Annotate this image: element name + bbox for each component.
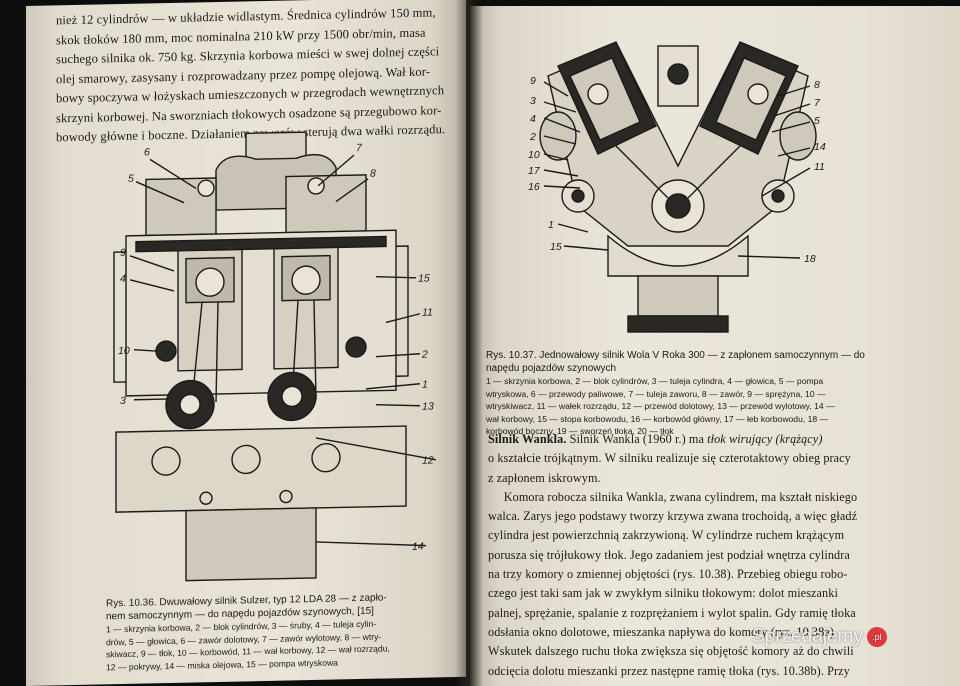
callout-label: 7 xyxy=(814,97,821,109)
callout-label: 5 xyxy=(128,173,134,185)
left-page: nież 12 cylindrów — w układzie widlastym… xyxy=(26,0,466,686)
callout-label: 11 xyxy=(422,306,433,318)
callout-label: 14 xyxy=(814,141,826,153)
callout-label: 1 xyxy=(422,379,428,391)
callout-label: 3 xyxy=(120,395,126,407)
text-line: odsłania okno dolotowe, mieszanka napływ… xyxy=(488,624,838,639)
legend-line: korbowód boczny, 19 — sworzeń tłoka, 20 … xyxy=(486,426,674,436)
callout-label: 14 xyxy=(412,541,424,553)
callout-label: 2 xyxy=(421,349,428,361)
wankel-section: Silnik Wankla. Silnik Wankla (1960 r.) m… xyxy=(488,430,946,681)
text-line: odcięcia dolotu mieszanki przez następne… xyxy=(488,663,850,678)
figure-caption-10-36: Rys. 10.36. Dwuwałowy silnik Sulzer, typ… xyxy=(106,591,446,673)
italic-term: tłok wirujący (krążący) xyxy=(707,432,823,446)
watermark-text: Sprzedajemy xyxy=(752,626,863,647)
wola-v-engine-drawing: 9 3 4 2 10 17 16 8 7 5 14 11 1 15 18 xyxy=(528,41,826,333)
callout-label: 10 xyxy=(118,345,130,357)
text-line: Wskutek dalszego ruchu tłoka zwiększa si… xyxy=(488,644,854,659)
callout-label: 4 xyxy=(530,113,536,125)
book-gutter xyxy=(455,0,483,686)
callout-label: 18 xyxy=(804,253,816,265)
callout-label: 15 xyxy=(418,273,430,285)
callout-label: 2 xyxy=(529,131,536,143)
callout-label: 5 xyxy=(814,115,820,127)
legend-line: wtryskowa, 6 — przewody paliwowe, 7 — tu… xyxy=(486,388,826,399)
caption-title-line: napędu pojazdów szynowych xyxy=(486,362,617,374)
legend-line: 1 — skrzynia korbowa, 2 — blok cylindrów… xyxy=(486,376,824,386)
text-line: czego jest taki sam jak w zwykłym silnik… xyxy=(488,586,838,601)
callout-label: 17 xyxy=(528,165,541,177)
section-heading: Silnik Wankla. xyxy=(488,432,567,446)
legend-line: wał korbowy, 15 — stopa korbowodu, 16 — … xyxy=(486,413,829,424)
callout-label: 6 xyxy=(144,146,150,158)
callout-label: 11 xyxy=(814,161,825,173)
callout-label: 10 xyxy=(528,149,540,161)
sulzer-engine-drawing: 6 7 5 8 9 4 15 11 10 2 3 1 13 12 14 xyxy=(113,131,436,582)
text-line: porusza się trójłukowy tłok. Jego zadani… xyxy=(488,547,850,562)
text-line: z zapłonem iskrowym. xyxy=(488,470,601,485)
text-line: na trzy komory o zmiennej objętości (rys… xyxy=(488,567,848,582)
callout-label: 12 xyxy=(422,454,434,466)
text-span: Silnik Wankla (1960 r.) ma xyxy=(566,432,708,446)
callout-label: 1 xyxy=(548,219,554,231)
watermark-badge: .pl xyxy=(866,626,887,647)
callout-label: 9 xyxy=(530,75,536,87)
callout-label: 9 xyxy=(120,247,126,259)
right-page: 9 3 4 2 10 17 16 8 7 5 14 11 1 15 18 Rys… xyxy=(470,6,960,686)
text-line: palnej, sprężanie, spalanie z rozprężani… xyxy=(488,605,856,620)
figure-caption-10-37: Rys. 10.37. Jednowałowy silnik Wola V Ro… xyxy=(486,350,948,438)
text-line: o kształcie trójkątnym. W silniku realiz… xyxy=(488,451,851,466)
callout-label: 4 xyxy=(120,273,126,285)
callout-label: 13 xyxy=(422,400,434,412)
text-line: cylindra jest powierzchnią zakrzywioną. … xyxy=(488,528,845,543)
legend-line: wtryskiwacz, 11 — wałek rozrządu, 12 — p… xyxy=(486,401,835,411)
text-line: Komora robocza silnika Wankla, zwana cyl… xyxy=(488,489,858,504)
caption-title-line: Rys. 10.37. Jednowałowy silnik Wola V Ro… xyxy=(486,350,865,361)
callout-label: 8 xyxy=(814,79,820,91)
callout-label: 7 xyxy=(356,142,363,154)
watermark: Sprzedajemy.pl xyxy=(752,626,952,658)
text-line: walca. Zarys jego podstawy tworzy krzywa… xyxy=(488,509,858,524)
callout-label: 3 xyxy=(530,95,536,107)
callout-label: 16 xyxy=(528,181,540,193)
callout-label: 8 xyxy=(370,168,376,180)
callout-label: 15 xyxy=(550,241,562,253)
text-line: Silnik Wankla. Silnik Wankla (1960 r.) m… xyxy=(488,430,946,449)
